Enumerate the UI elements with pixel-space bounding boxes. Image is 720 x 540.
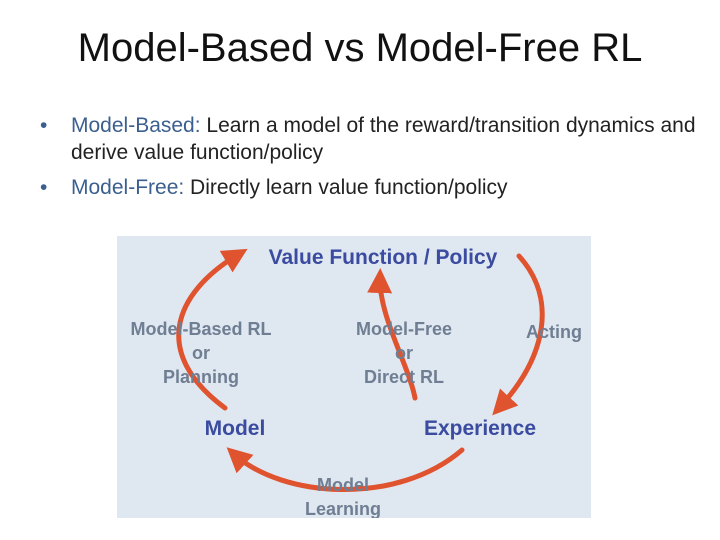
label-model-learning-line1: Model	[317, 475, 369, 495]
arrow-acting	[492, 253, 545, 416]
label-model-free-line3: Direct RL	[364, 367, 444, 387]
bullet-list: • Model-Based: Learn a model of the rewar…	[40, 112, 700, 209]
bullet-item-model-based: • Model-Based: Learn a model of the rewar…	[40, 112, 700, 166]
bullet-text: Directly learn value function/policy	[184, 176, 508, 199]
rl-diagram-svg: Value Function / Policy Model Experience…	[130, 246, 582, 518]
label-model-learning-line2: Learning	[305, 499, 381, 518]
bullet-icon: •	[40, 114, 48, 137]
label-model-based-line3: Planning	[163, 367, 239, 387]
node-value-policy: Value Function / Policy	[269, 246, 498, 269]
label-model-based-line1: Model-Based RL	[130, 319, 271, 339]
label-model-free-line1: Model-Free	[356, 319, 452, 339]
rl-diagram: Value Function / Policy Model Experience…	[117, 236, 591, 518]
label-acting: Acting	[526, 322, 582, 342]
label-model-free-line2: or	[395, 343, 413, 363]
bullet-text: Learn a model of the reward/transition d…	[71, 114, 696, 164]
bullet-item-model-free: • Model-Free: Directly learn value functi…	[40, 174, 700, 201]
arrow-model-learning	[226, 447, 465, 492]
bullet-term: Model-Based:	[71, 114, 201, 137]
label-model-based-line2: or	[192, 343, 210, 363]
bullet-term: Model-Free:	[71, 176, 185, 199]
node-model: Model	[205, 417, 266, 440]
arrow-direct-rl	[367, 268, 418, 401]
node-experience: Experience	[424, 417, 536, 440]
bullet-icon: •	[40, 176, 48, 199]
slide-title: Model-Based vs Model-Free RL	[77, 26, 643, 70]
arrow-planning	[176, 248, 248, 411]
